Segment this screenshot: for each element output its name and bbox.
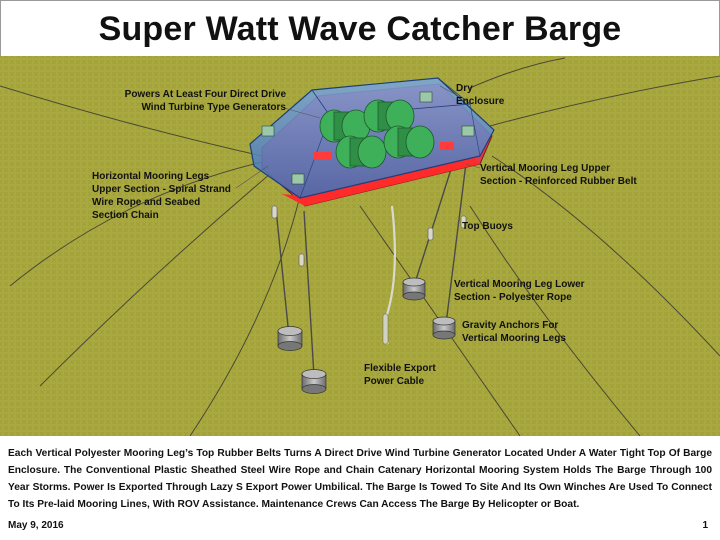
generator: [335, 135, 387, 169]
generator: [383, 125, 435, 159]
label-line: Section - Reinforced Rubber Belt: [480, 176, 637, 187]
label-line: Upper Section - Spiral Strand: [92, 184, 231, 195]
label-line: Flexible Export: [364, 363, 436, 374]
label-line: Gravity Anchors For: [462, 320, 559, 331]
label-line: Dry: [456, 83, 473, 94]
generators: [319, 99, 435, 169]
label-line: Horizontal Mooring Legs: [92, 171, 210, 182]
label-line: Section - Polyester Rope: [454, 292, 572, 303]
label-line: Powers At Least Four Direct Drive: [124, 89, 286, 100]
label-export-cable: Flexible Export Power Cable: [364, 362, 436, 388]
horizontal-mooring-lines: [0, 57, 720, 436]
label-line: Vertical Mooring Legs: [462, 333, 566, 344]
title-bar: Super Watt Wave Catcher Barge: [0, 0, 720, 58]
label-line: Enclosure: [456, 96, 505, 107]
label-vertical-lower: Vertical Mooring Leg Lower Section - Pol…: [454, 278, 585, 304]
page-title: Super Watt Wave Catcher Barge: [98, 9, 622, 48]
page-number: 1: [702, 520, 708, 531]
label-dry-enclosure: Dry Enclosure: [456, 82, 504, 108]
gravity-anchor: [402, 277, 426, 301]
label-generators: Powers At Least Four Direct Drive Wind T…: [96, 88, 286, 114]
label-line: Vertical Mooring Leg Lower: [454, 279, 585, 290]
label-line: Wire Rope and Seabed: [92, 197, 201, 208]
label-line: Vertical Mooring Leg Upper: [480, 163, 611, 174]
generator: [319, 109, 371, 143]
description-text: Each Vertical Polyester Mooring Leg’s To…: [8, 448, 712, 510]
callout-lines: [235, 85, 481, 189]
label-line: Wind Turbine Type Generators: [141, 102, 286, 113]
gravity-anchors: [277, 277, 456, 394]
belt-pads: [314, 142, 454, 160]
label-line: Top Buoys: [462, 221, 513, 232]
label-horizontal-mooring: Horizontal Mooring Legs Upper Section - …: [92, 170, 231, 222]
generator: [363, 99, 415, 133]
footer-date: May 9, 2016: [8, 520, 64, 531]
label-line: Power Cable: [364, 376, 425, 387]
winches: [261, 91, 475, 185]
barge-diagram: [0, 56, 720, 436]
barge: [249, 77, 495, 207]
gravity-anchor: [277, 326, 303, 351]
label-top-buoys: Top Buoys: [462, 220, 513, 233]
diagram-scene: [0, 56, 720, 436]
vertical-mooring-legs: [275, 162, 467, 377]
label-vertical-upper: Vertical Mooring Leg Upper Section - Rei…: [480, 162, 637, 188]
gravity-anchor: [432, 316, 456, 340]
top-buoys: [271, 205, 467, 267]
gravity-anchor: [301, 369, 327, 394]
export-cable-end: [382, 313, 389, 345]
label-gravity-anchors: Gravity Anchors For Vertical Mooring Leg…: [462, 319, 566, 345]
barge-hull-bottom: [282, 156, 480, 206]
label-line: Section Chain: [92, 210, 159, 221]
